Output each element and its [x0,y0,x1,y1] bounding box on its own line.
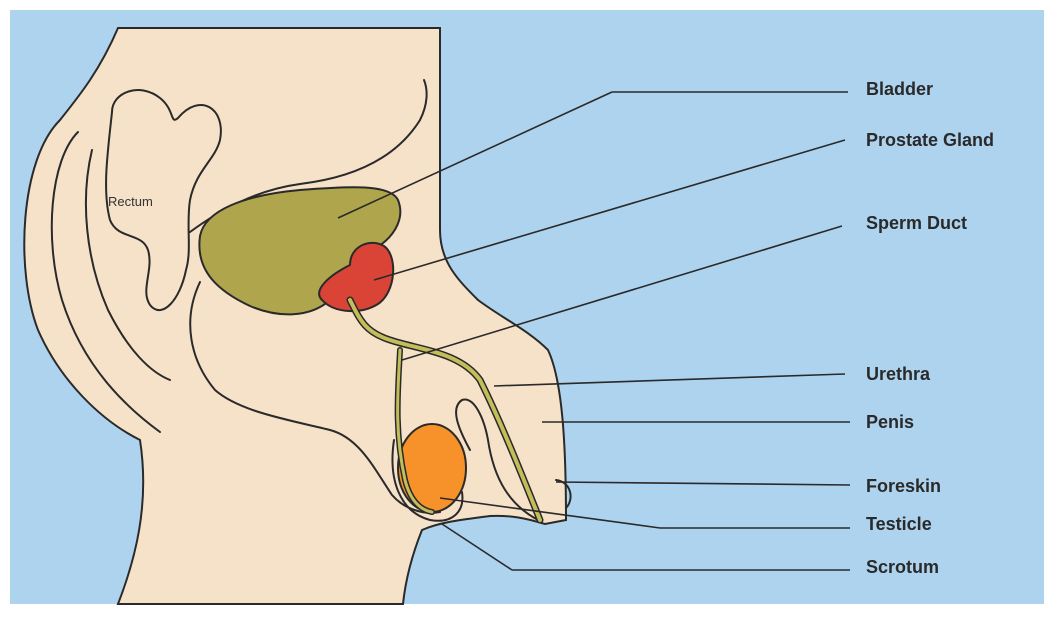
testicle-label: Testicle [866,514,932,534]
bladder-label: Bladder [866,79,933,99]
penis-label: Penis [866,412,914,432]
urethra-label: Urethra [866,364,930,384]
rectum-label: Rectum [108,194,153,209]
prostate-gland-label: Prostate Gland [866,130,994,150]
testicle-shape [398,424,466,512]
foreskin-label: Foreskin [866,476,941,496]
scrotum-label: Scrotum [866,557,939,577]
sperm-duct-label: Sperm Duct [866,213,967,233]
